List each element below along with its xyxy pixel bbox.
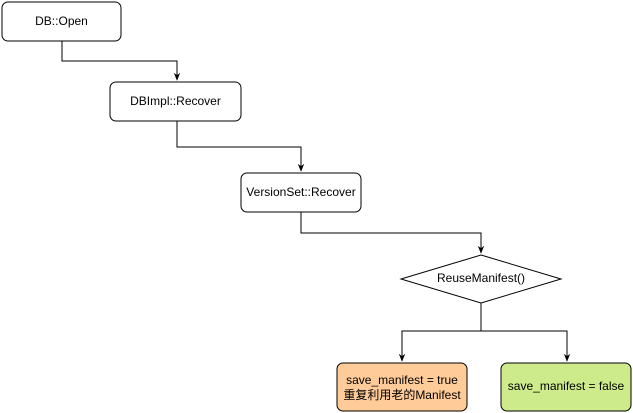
edge-reuse-manifest-to-save-manifest-true [398, 302, 482, 362]
edge-versionset-recover-to-reuse-manifest [300, 212, 485, 254]
node-save-manifest-true-line1: save_manifest = true [346, 373, 458, 387]
edge-dbimpl-recover-to-versionset-recover [176, 121, 305, 172]
node-versionset-recover: VersionSet::Recover [240, 172, 362, 213]
node-db-open: DB::Open [1, 1, 122, 42]
node-db-open-label: DB::Open [35, 14, 88, 28]
node-dbimpl-recover-label: DBImpl::Recover [130, 94, 221, 108]
node-save-manifest-true-line2: 重复利用老的Manifest [343, 387, 461, 402]
node-save-manifest-false: save_manifest = false [500, 362, 632, 412]
edge-reuse-manifest-to-save-manifest-false [481, 330, 571, 362]
node-dbimpl-recover: DBImpl::Recover [109, 81, 242, 122]
node-reuse-manifest-label: ReuseManifest() [437, 271, 525, 285]
node-versionset-recover-label: VersionSet::Recover [246, 185, 355, 199]
node-save-manifest-false-label: save_manifest = false [508, 379, 625, 393]
node-save-manifest-true: save_manifest = true 重复利用老的Manifest [336, 362, 468, 412]
edge-db-open-to-dbimpl-recover [61, 41, 181, 81]
node-reuse-manifest: ReuseManifest() [399, 254, 563, 304]
